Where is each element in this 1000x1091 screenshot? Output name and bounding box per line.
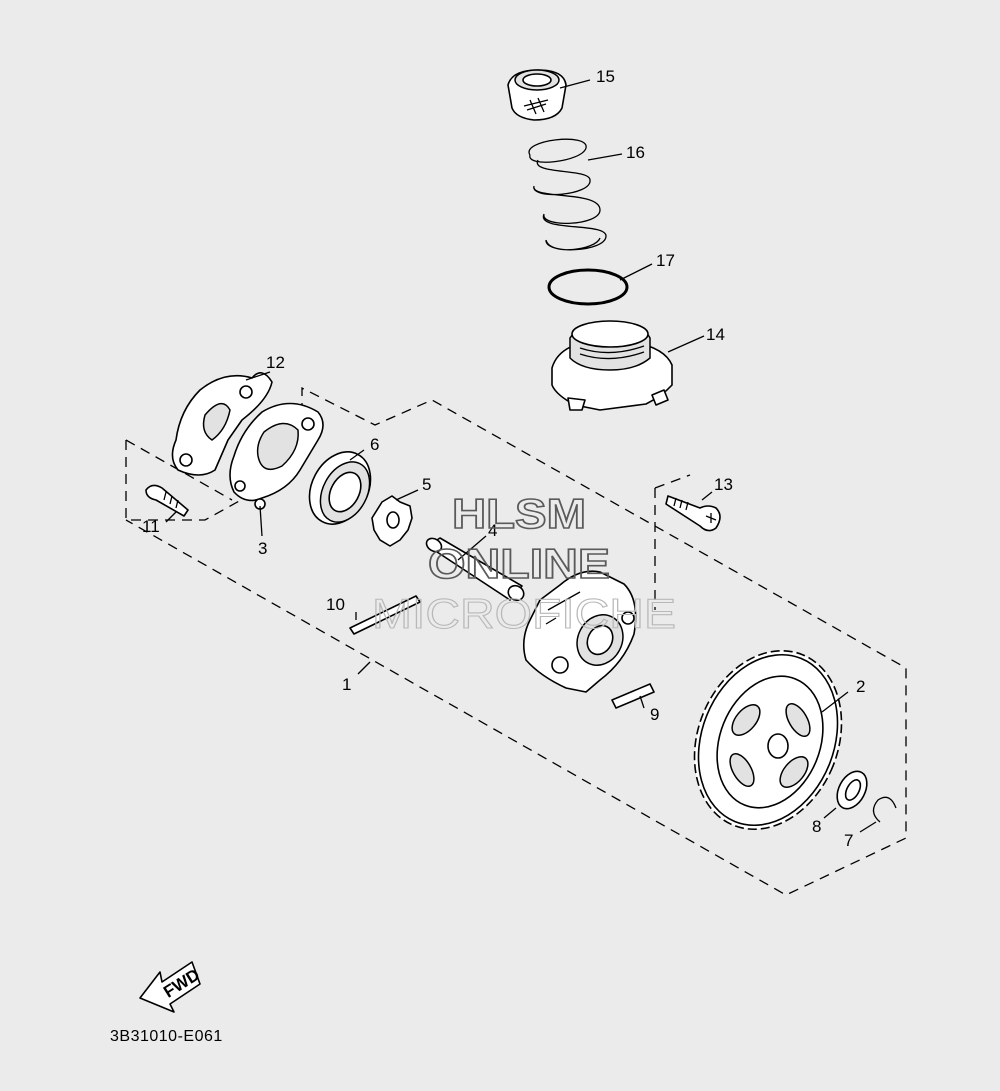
label-12: 12 (266, 353, 285, 372)
drawing-code: 3B31010-E061 (110, 1028, 223, 1045)
part-12-gasket[interactable] (171, 372, 273, 476)
label-1: 1 (342, 675, 351, 694)
label-8: 8 (812, 817, 821, 836)
label-7: 7 (844, 831, 853, 850)
label-11: 11 (142, 517, 160, 536)
watermark: HLSM ONLINE MICROFICHE (371, 489, 676, 637)
part-11-screw[interactable] (145, 484, 189, 517)
label-2: 2 (856, 677, 865, 696)
part-3-pump-cover[interactable] (229, 402, 324, 510)
part-8-washer[interactable] (831, 766, 873, 814)
label-10: 10 (326, 595, 345, 614)
watermark-line-1: HLSM (452, 490, 586, 537)
leader-lines (165, 79, 877, 833)
part-4-shaft[interactable] (424, 536, 526, 604)
part-17-o-ring[interactable] (547, 268, 629, 306)
label-16: 16 (626, 143, 645, 162)
label-6: 6 (370, 435, 379, 454)
watermark-line-2: ONLINE (428, 540, 610, 587)
part-10-pin[interactable] (349, 595, 421, 635)
watermark-line-3: MICROFICHE (372, 590, 676, 637)
part-16-spring[interactable] (528, 138, 607, 251)
part-13-screw[interactable] (665, 495, 721, 532)
label-17: 17 (656, 251, 675, 270)
label-3: 3 (258, 539, 267, 558)
part-2-driven-gear[interactable] (669, 628, 868, 851)
label-9: 9 (650, 705, 659, 724)
part-14-strainer-cap[interactable] (551, 320, 673, 411)
part-number-labels: 15 16 17 14 12 6 5 13 4 11 3 10 1 2 9 8 … (142, 67, 865, 850)
label-14: 14 (706, 325, 725, 344)
fwd-arrow: FWD (139, 961, 203, 1013)
fwd-arrow-icon (139, 961, 201, 1013)
part-1-pump-body[interactable] (522, 570, 637, 693)
part-7-circlip[interactable] (872, 796, 897, 823)
label-4: 4 (488, 521, 497, 540)
part-5-inner-rotor[interactable] (371, 495, 413, 547)
part-15-cap[interactable] (507, 69, 567, 121)
label-5: 5 (422, 475, 431, 494)
part-9-pin[interactable] (611, 683, 655, 709)
part-6-outer-rotor[interactable] (297, 441, 382, 534)
label-13: 13 (714, 475, 733, 494)
label-15: 15 (596, 67, 615, 86)
